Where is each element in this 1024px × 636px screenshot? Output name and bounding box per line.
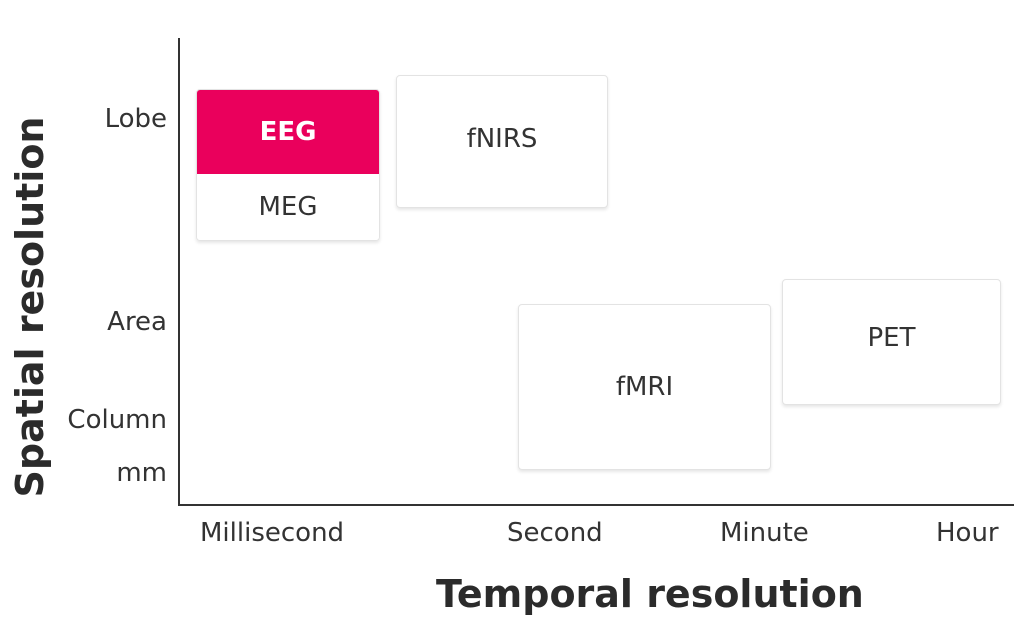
y-tick-column: Column [67, 405, 167, 435]
eeg-meg-box: EEG MEG [196, 89, 380, 241]
pet-label: PET [867, 323, 916, 353]
x-tick-second: Second [507, 518, 603, 548]
fnirs-box: fNIRS [396, 75, 608, 208]
meg-label: MEG [258, 192, 318, 222]
y-tick-lobe: Lobe [104, 104, 167, 134]
eeg-label: EEG [259, 117, 317, 147]
x-tick-minute: Minute [720, 518, 809, 548]
y-tick-area: Area [107, 307, 167, 337]
y-axis-title: Spatial resolution [8, 116, 52, 498]
x-tick-millisecond: Millisecond [200, 518, 345, 548]
fnirs-label: fNIRS [466, 123, 538, 154]
pet-box: PET [782, 279, 1001, 405]
x-tick-hour: Hour [936, 518, 999, 548]
x-axis-line [178, 504, 1014, 506]
eeg-box: EEG [197, 90, 379, 174]
y-axis-line [178, 38, 180, 506]
meg-box: MEG [197, 174, 379, 240]
x-axis-title: Temporal resolution [436, 572, 864, 616]
y-tick-mm: mm [116, 458, 167, 488]
fmri-box: fMRI [518, 304, 771, 470]
fmri-label: fMRI [615, 372, 674, 402]
